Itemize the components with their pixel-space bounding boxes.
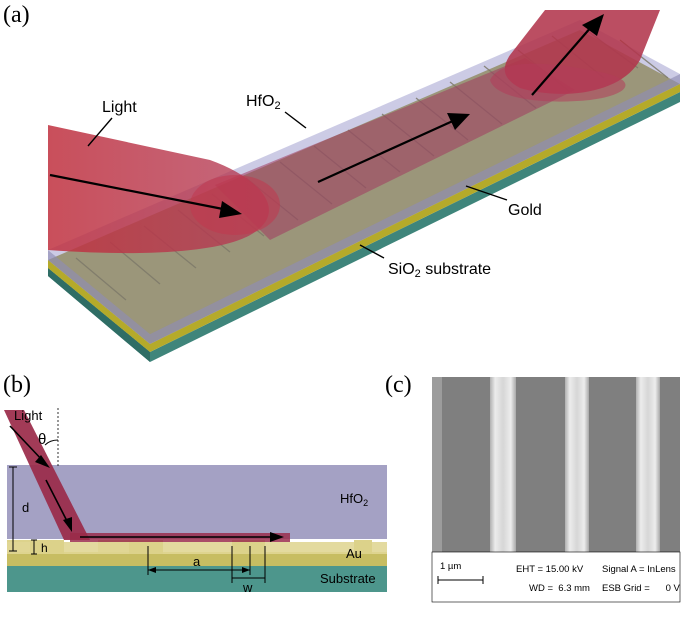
dimension-a-b <box>147 546 251 575</box>
signal-value: Signal A = InLens <box>602 564 676 575</box>
a-label-b: a <box>193 554 201 569</box>
incoming-beam-b <box>4 410 90 540</box>
outgoing-spot-a <box>490 63 626 102</box>
w-label-b: w <box>242 580 253 595</box>
dimension-w-b <box>231 546 266 583</box>
au-layer-b <box>7 540 387 566</box>
theta-label-b: θ <box>38 431 46 448</box>
theta-arc-b <box>44 439 59 446</box>
hfo2-region-b <box>7 465 387 539</box>
substrate-side-a <box>48 268 150 362</box>
light-label-b: Light <box>14 408 43 423</box>
scale-bar <box>437 576 484 584</box>
surface-beam-b <box>70 533 290 542</box>
au-gratings-b <box>30 540 372 554</box>
hfo2-label-b: HfO2 <box>340 491 368 508</box>
au-layer-b-top <box>7 542 387 554</box>
au-label-b: Au <box>346 546 362 561</box>
panel-b-label: (b) <box>3 372 31 398</box>
au-underlayer-b <box>7 552 387 566</box>
eht-value: EHT = 15.00 kV <box>516 564 584 575</box>
panel-a-label: (a) <box>3 2 30 28</box>
d-label-b: d <box>22 500 29 515</box>
propagation-arrows-a <box>49 14 604 218</box>
substrate-region-b <box>7 566 387 592</box>
esb-value: ESB Grid = 0 V <box>602 583 680 594</box>
hfo2-label-a: HfO2 <box>246 93 281 112</box>
incoming-spot-a <box>190 175 280 235</box>
scale-bar-label: 1 µm <box>440 561 462 572</box>
leader-lines-a <box>87 111 508 259</box>
panel-c-label: (c) <box>385 372 412 398</box>
gold-label-a: Gold <box>508 202 542 219</box>
substrate-label-a: SiO2 substrate <box>388 261 491 280</box>
panel-a-diagram: Light HfO2 Gold SiO2 substrate <box>48 10 680 362</box>
sem-background <box>432 377 680 552</box>
h-label-b: h <box>41 541 48 555</box>
beam-arrows-b <box>9 425 284 542</box>
dimension-d-b <box>9 466 17 552</box>
dimension-h-b <box>31 539 37 555</box>
substrate-label-b: Substrate <box>320 571 376 586</box>
light-label-a: Light <box>102 99 137 116</box>
sem-info-bar <box>431 551 681 603</box>
surface-beam-a <box>215 58 575 240</box>
sem-stripes <box>432 377 660 552</box>
wd-value: WD = 6.3 mm <box>529 583 590 594</box>
